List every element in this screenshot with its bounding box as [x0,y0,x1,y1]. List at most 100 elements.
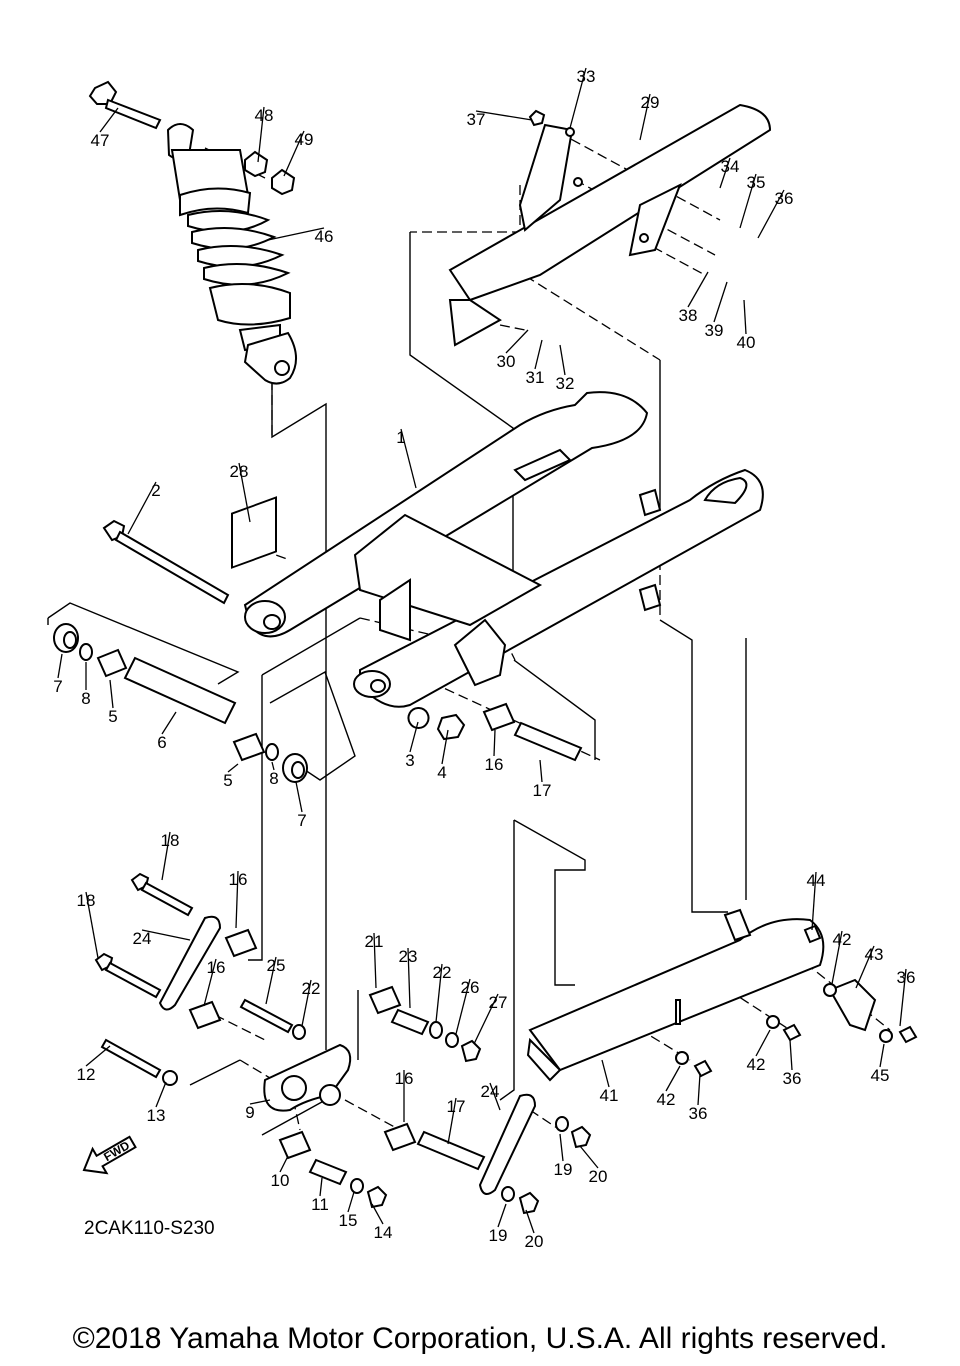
callout-leader [455,978,471,1035]
callout-label: 42 [657,1090,676,1109]
callout-label: 36 [783,1069,802,1088]
callout-label: 1 [396,428,405,447]
callout-leader [155,1081,167,1108]
callout-leaders [57,67,907,1234]
callout-leader [347,1191,355,1213]
callout-leader [85,1045,111,1067]
callout-label: 29 [641,93,660,112]
callout-leader [811,871,817,931]
callout-leader [579,1145,599,1169]
callout-leader [265,956,277,1005]
callout-leader [371,1203,384,1225]
callout-label: 39 [705,321,724,340]
callout-leader [373,932,377,989]
callout-leader [227,763,239,773]
callout-label: 16 [207,958,226,977]
callout-leader [279,1155,289,1173]
callout-label: 13 [147,1106,166,1125]
callout-label: 42 [833,930,852,949]
callout-label: 49 [295,130,314,149]
callout-label: 42 [747,1055,766,1074]
callout-leader [879,1043,885,1068]
callout-leader [99,107,119,133]
callout-leader [473,993,499,1045]
callout-label: 5 [223,771,232,790]
callout-leader [409,721,419,753]
callout-leader [719,157,731,189]
copyright-notice: ©2018 Yamaha Motor Corporation, U.S.A. A… [72,1322,888,1355]
callout-leader [441,729,449,765]
callout-label: 21 [365,932,384,951]
callout-label: 27 [489,993,508,1012]
callout-label: 5 [108,707,117,726]
chain-guard [448,103,772,347]
fwd-arrow: FWD [82,1135,137,1175]
callout-label: 12 [77,1065,96,1084]
callout-leader [559,344,566,376]
callout-leader [559,1133,564,1162]
callout-label: 6 [157,733,166,752]
label-sticker [231,496,277,569]
callout-label: 22 [433,963,452,982]
callout-leader [109,679,114,709]
callout-label: 48 [255,106,274,125]
callout-leader [271,761,275,771]
callout-leader [161,711,177,735]
callout-leader [697,1073,701,1106]
callout-label: 30 [497,352,516,371]
callout-leader [525,1209,535,1234]
callout-leader [497,1203,507,1228]
callout-label: 3 [405,751,414,770]
callout-leader [435,963,443,1023]
callout-leader [539,759,543,783]
callout-leader [831,930,843,985]
swingarm [243,391,764,708]
callout-label: 28 [230,462,249,481]
callout-label: 14 [374,1223,393,1242]
callout-label: 7 [53,677,62,696]
callout-label: 23 [399,947,418,966]
callout-label: 26 [461,978,480,997]
callout-label: 24 [481,1082,500,1101]
callout-leader [505,329,529,354]
callout-leader [739,173,757,229]
callout-label: 18 [161,831,180,850]
callout-leader [639,93,651,141]
grouping-outlines [47,232,747,1136]
callout-label: 8 [269,769,278,788]
linkage-parts [94,702,592,1215]
callout-leader [475,110,533,121]
callout-leader [238,462,251,523]
callout-leader [141,929,191,941]
callout-leader [757,189,785,239]
callout-leader [203,958,217,1007]
callout-leader [127,481,157,535]
callout-label: 9 [245,1103,254,1122]
callout-leader [534,339,543,370]
callout-leader [713,281,728,323]
callout-leader [267,227,325,241]
callout-label: 25 [267,956,286,975]
callout-label: 19 [489,1226,508,1245]
callout-label: 46 [315,227,334,246]
callout-label: 4 [437,763,446,782]
callout-label: 44 [807,871,826,890]
callout-label: 8 [81,689,90,708]
rear-shock-absorber [88,80,297,385]
callout-label: 37 [467,110,486,129]
callout-label: 35 [747,173,766,192]
callout-leader [447,1097,457,1145]
callout-leader [687,271,709,308]
callout-leader [789,1039,793,1071]
callout-leader [161,831,171,881]
callout-label: 40 [737,333,756,352]
callout-label: 41 [600,1086,619,1105]
callout-label: 20 [589,1167,608,1186]
callout-label: 16 [395,1069,414,1088]
callout-label: 47 [91,131,110,150]
callout-label: 36 [689,1104,708,1123]
callout-label: 17 [533,781,552,800]
pivot-bushings [53,623,308,783]
